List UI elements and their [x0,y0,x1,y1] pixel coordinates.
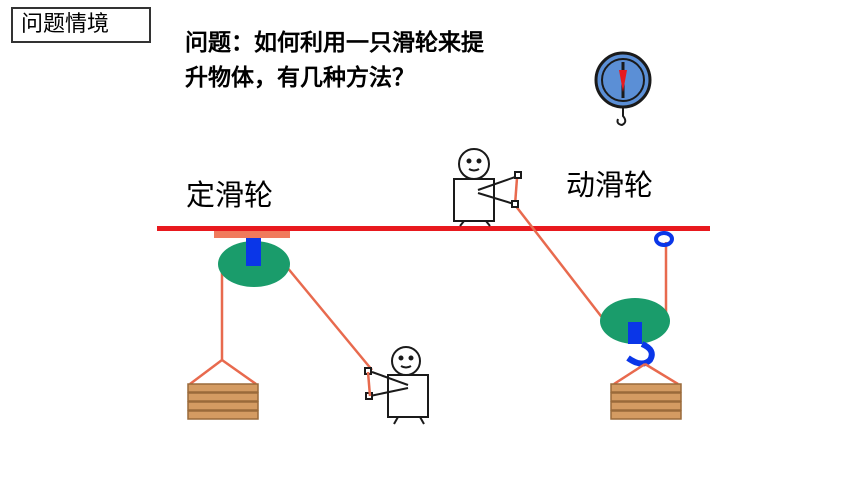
question-text: 问题：如何利用一只滑轮来提 升物体，有几种方法？ [185,26,585,96]
fixed-pulley-mount [214,231,290,238]
movable-pulley-crate [610,383,682,420]
question-line-1: 问题：如何利用一只滑轮来提 [185,30,484,56]
person-top [453,148,522,227]
fixed-pulley [189,231,373,386]
spring-scale-icon [594,51,652,127]
movable-pulley-axle [628,322,642,344]
person-bottom [364,346,429,425]
fixed-pulley-crate [187,383,259,420]
movable-pulley [600,298,670,367]
ceiling-beam [157,226,710,231]
question-line-2: 升物体，有几种方法？ [185,65,415,91]
ceiling-ring [654,231,674,247]
section-tag: 问题情境 [11,7,151,43]
fixed-pulley-axle [246,238,261,266]
movable-pulley-label: 动滑轮 [566,168,654,202]
fixed-pulley-label: 定滑轮 [186,178,274,212]
